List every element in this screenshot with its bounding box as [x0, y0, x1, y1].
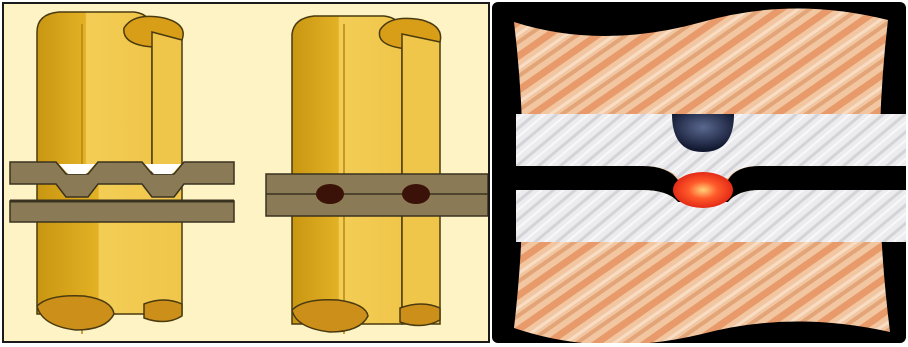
lower-electrode-bottom-after	[292, 300, 368, 332]
lower-electrode-before	[37, 179, 182, 314]
lower-sheet-before	[10, 201, 234, 222]
weld-nugget-after-2	[402, 184, 430, 204]
weld-nugget-after-1	[316, 184, 344, 204]
electrode-pair-before	[10, 12, 234, 334]
right-diagram-panel	[492, 2, 906, 343]
upper-electrode-after	[292, 16, 402, 324]
weld-nugget-section	[673, 172, 733, 208]
left-diagram-svg	[4, 4, 488, 341]
right-diagram-svg	[492, 2, 906, 343]
electrode-pair-after	[266, 16, 488, 334]
left-diagram-panel	[2, 2, 490, 343]
lower-electrode-bottom-before	[37, 296, 114, 330]
joined-sheets-after	[266, 174, 488, 216]
